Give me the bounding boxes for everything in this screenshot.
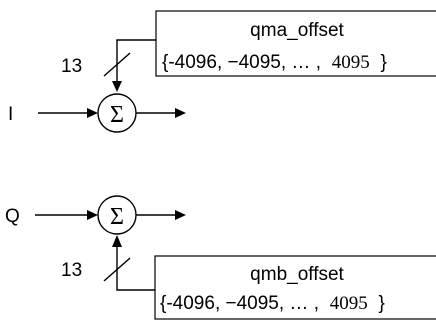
qma-connector-line [116,39,156,82]
qmb-bus-slash [103,257,131,282]
qmb-connector-arrowhead [112,235,122,247]
input-i-arrowhead [87,108,98,118]
qma-range-max: 4095 [332,52,370,73]
qma-range-close: } [380,52,386,73]
qmb-offset-title: qmb_offset [250,264,344,285]
qma-connector-arrowhead [112,81,122,92]
qma-bus-slash [103,52,131,77]
summer-q-symbol: Σ [110,204,124,230]
output-q-arrowhead [175,210,186,220]
input-i-label: I [8,104,13,125]
qma-offset-box [155,10,436,77]
qmb-offset-range: {-4096, −4095, … , 4095 } [160,293,385,314]
qma-range-values: {-4096, −4095, … , [162,52,321,73]
summer-i-symbol: Σ [110,102,124,128]
input-q-arrowhead [87,210,98,220]
qma-offset-range: {-4096, −4095, … , 4095 } [162,52,387,73]
qmb-offset-box [154,255,436,320]
qma-bus-width: 13 [61,56,82,77]
qmb-range-values: {-4096, −4095, … , [160,293,319,314]
qma-offset-title: qma_offset [250,20,344,41]
bottom-branch: Q Σ 13 qmb_offset {-4096, −4095, … , 409… [5,195,436,320]
output-i-arrowhead [175,108,186,118]
input-q-label: Q [5,206,20,227]
qmb-connector-line [116,246,155,291]
qmb-bus-width: 13 [61,260,82,281]
qmb-range-max: 4095 [330,293,368,314]
top-branch: qma_offset {-4096, −4095, … , 4095 } 13 … [8,10,436,133]
qmb-range-close: } [378,293,384,314]
